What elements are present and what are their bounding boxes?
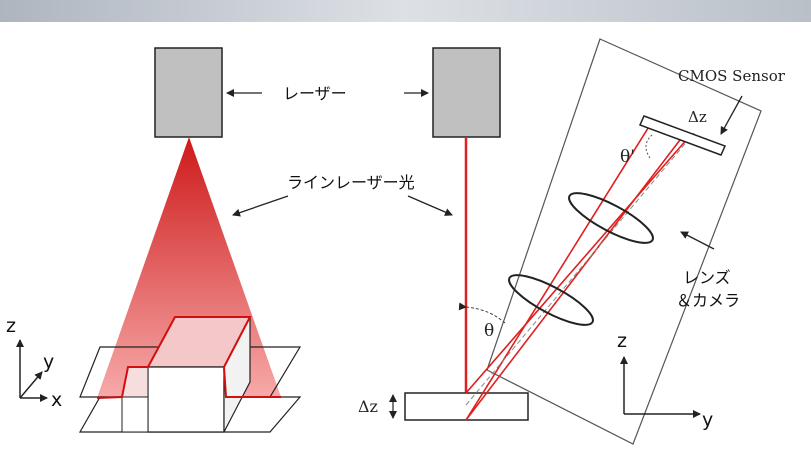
optical-axis: [465, 132, 695, 406]
cmos-sensor-label: CMOS Sensor: [678, 67, 786, 85]
axis-x-label-left: x: [51, 389, 62, 411]
reflected-rays: [465, 124, 689, 421]
theta-prime-arc: [645, 134, 653, 159]
laser-label-group: レーザー: [226, 84, 429, 103]
lens-lower: [508, 274, 594, 326]
laser-box-left: [154, 47, 223, 138]
target-block: [404, 392, 529, 421]
laser-line-on-object: [96, 316, 281, 399]
zy-axes: [620, 356, 701, 418]
top-bar: [0, 0, 811, 22]
theta-arc: [458, 302, 506, 324]
step-front: [121, 396, 149, 433]
theta-label: θ: [484, 321, 494, 341]
right-side-view: Δz CMOS Sensor Δz θ' θ レンズ ＆カメラ: [358, 38, 786, 445]
lens-upper: [568, 192, 654, 244]
delta-z-sensor-label: Δz: [688, 108, 707, 126]
left-3d-view: z y x: [6, 47, 302, 433]
laser-label: レーザー: [283, 84, 347, 103]
axis-y-label-right: y: [702, 409, 713, 431]
lens-camera-label-line2: ＆カメラ: [676, 291, 740, 310]
theta-prime-label: θ': [620, 147, 635, 167]
lens-camera-label-line1: レンズ: [683, 268, 731, 287]
delta-z-bottom-label: Δz: [358, 397, 378, 416]
axis-z-label-right: z: [617, 330, 627, 352]
laser-box-right: [432, 47, 501, 138]
cmos-sensor-plate: [638, 115, 727, 156]
object-front: [147, 366, 225, 433]
line-laser-light-label: ラインレーザー光: [287, 173, 415, 192]
line-laser-label-group: ラインレーザー光: [232, 173, 453, 217]
xyz-axes: [16, 339, 48, 402]
camera-housing: [486, 38, 762, 445]
axis-y-label-left: y: [43, 351, 54, 373]
axis-z-label-left: z: [6, 315, 16, 337]
